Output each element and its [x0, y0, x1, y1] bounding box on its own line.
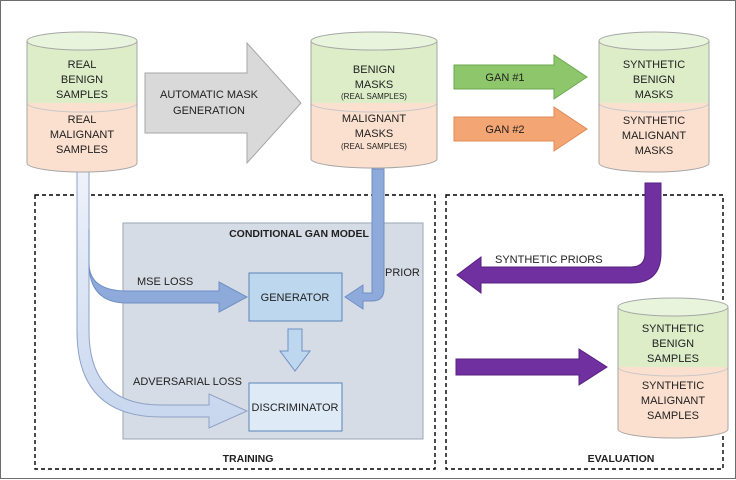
real-benign-line-1: REAL	[68, 59, 97, 71]
benign-masks-line-1: BENIGN	[353, 64, 395, 76]
generator-label: GENERATOR	[261, 292, 330, 304]
automatic-mask-generation-arrow	[144, 41, 302, 165]
generator-to-discriminator-arrow	[279, 328, 311, 372]
synthetic-benign-samples-line-2: BENIGN	[652, 338, 694, 350]
synthetic-malignant-samples-line-1: SYNTHETIC	[642, 380, 704, 392]
generator-box	[248, 272, 343, 322]
gan1-arrow	[453, 54, 588, 100]
synthetic-malignant-masks-line-1: SYNTHETIC	[623, 115, 685, 127]
training-label: TRAINING	[223, 453, 274, 465]
malignant-masks-line-2: MASKS	[355, 128, 394, 140]
synthetic-malignant-masks-line-3: MASKS	[635, 145, 674, 157]
synthetic-samples-cylinder	[617, 297, 729, 439]
mse-loss-arrow	[88, 229, 249, 313]
synthetic-malignant-samples-line-2: MALIGNANT	[641, 395, 705, 407]
real-benign-line-3: SAMPLES	[56, 89, 108, 101]
malignant-masks-note: (REAL SAMPLES)	[341, 142, 407, 151]
discriminator-label: DISCRIMINATOR	[252, 402, 339, 414]
evaluation-label: EVALUATION	[588, 453, 655, 465]
prior-label: PRIOR	[385, 267, 420, 279]
synthetic-benign-masks-line-3: MASKS	[635, 89, 674, 101]
synthetic-benign-masks-line-1: SYNTHETIC	[623, 59, 685, 71]
gan1-label: GAN #1	[485, 72, 524, 84]
synthetic-priors-arrow	[456, 182, 662, 294]
real-malignant-line-3: SAMPLES	[56, 144, 108, 156]
synthetic-masks-cylinder	[598, 31, 710, 173]
prior-arrow	[344, 168, 385, 310]
evaluation-arrow	[455, 348, 608, 386]
automatic-mask-label-2: GENERATION	[173, 105, 245, 117]
synthetic-benign-masks-line-2: BENIGN	[633, 74, 675, 86]
adversarial-loss-label: ADVERSARIAL LOSS	[133, 376, 242, 388]
real-malignant-line-2: MALIGNANT	[50, 129, 114, 141]
gan2-label: GAN #2	[485, 124, 524, 136]
synthetic-benign-samples-line-1: SYNTHETIC	[642, 323, 704, 335]
automatic-mask-label-1: AUTOMATIC MASK	[160, 89, 259, 101]
synthetic-benign-samples-line-3: SAMPLES	[647, 353, 699, 365]
synthetic-priors-label: SYNTHETIC PRIORS	[495, 254, 603, 266]
real-masks-cylinder	[310, 31, 438, 169]
real-benign-line-2: BENIGN	[61, 74, 103, 86]
adversarial-loss-arrow	[76, 170, 249, 429]
training-region	[34, 194, 436, 470]
gan2-arrow	[453, 106, 588, 152]
mse-loss-label: MSE LOSS	[137, 276, 193, 288]
real-malignant-line-1: REAL	[68, 114, 97, 126]
benign-masks-line-2: MASKS	[355, 79, 394, 91]
synthetic-malignant-masks-line-2: MALIGNANT	[622, 130, 686, 142]
conditional-gan-title: CONDITIONAL GAN MODEL	[229, 228, 369, 240]
malignant-masks-line-1: MALIGNANT	[342, 113, 406, 125]
discriminator-box	[248, 382, 343, 432]
real-samples-cylinder	[26, 31, 138, 173]
synthetic-malignant-samples-line-3: SAMPLES	[647, 410, 699, 422]
benign-masks-note: (REAL SAMPLES)	[341, 92, 407, 101]
